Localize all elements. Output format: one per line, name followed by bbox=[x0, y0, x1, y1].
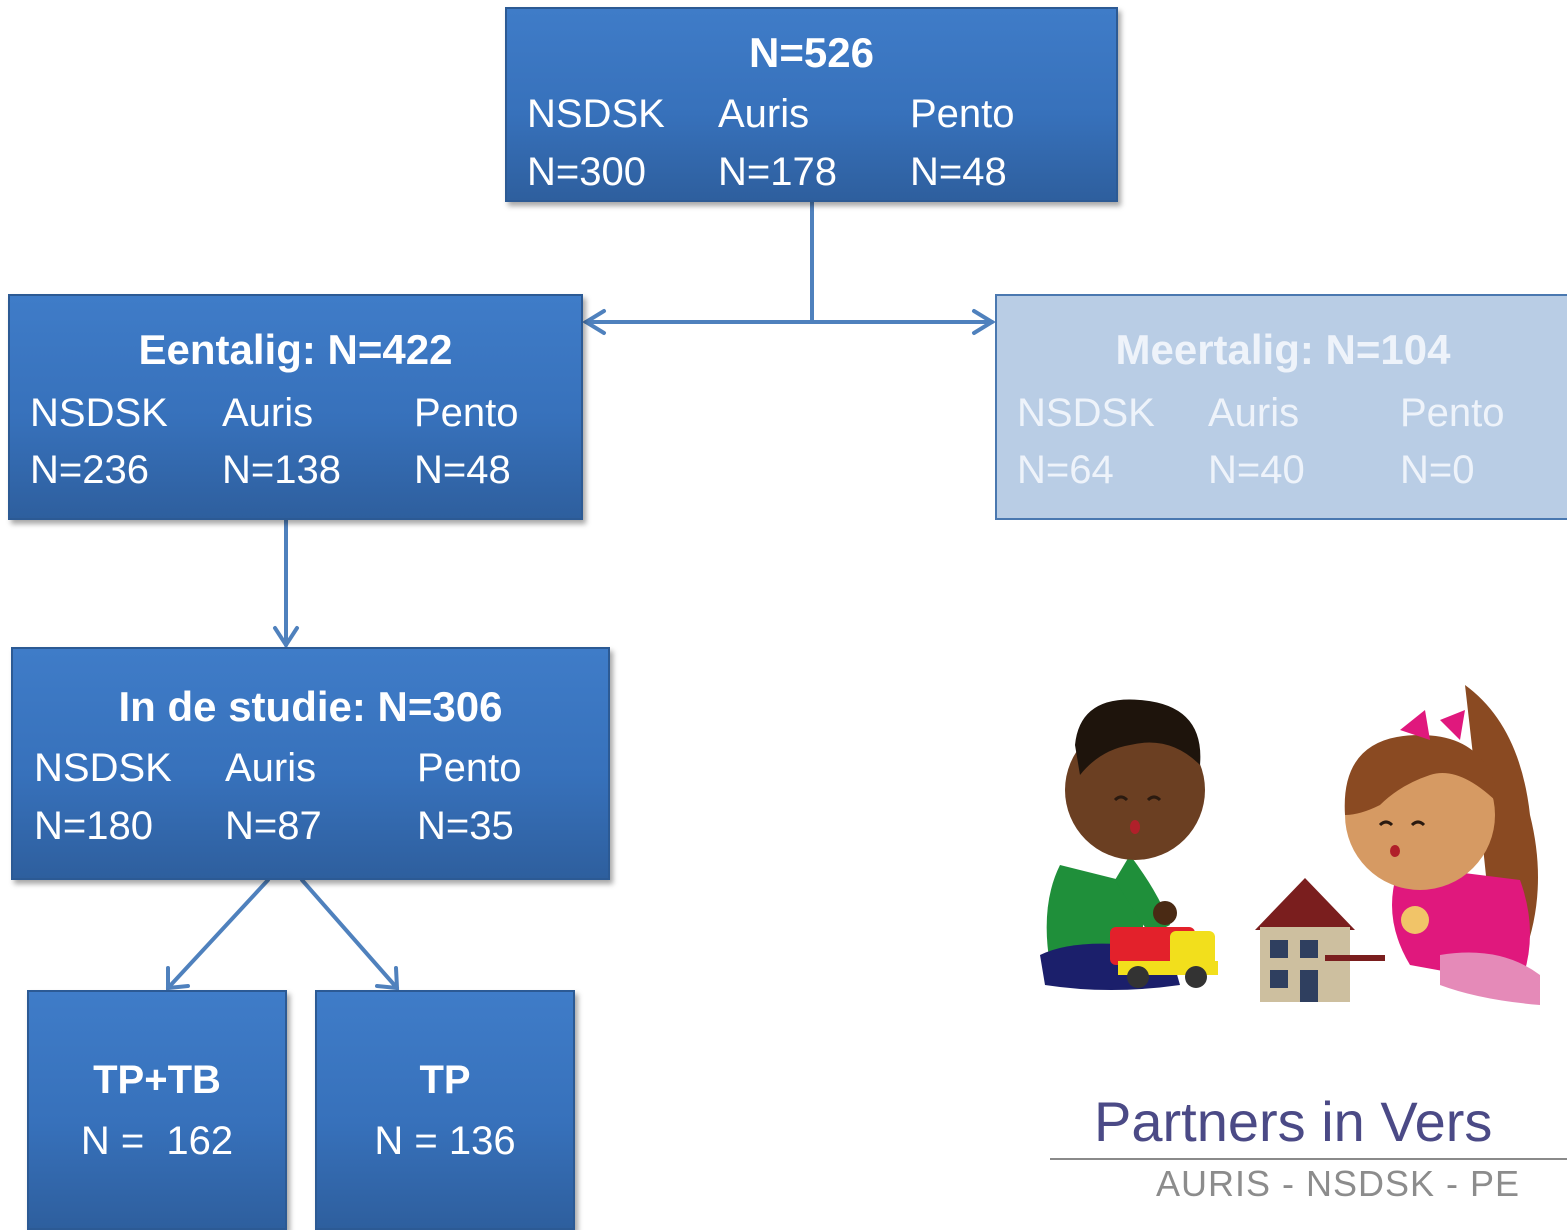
children-playing-illustration bbox=[1040, 685, 1540, 1005]
auris-label: Auris bbox=[225, 746, 317, 790]
tp-box: TP N = 136 bbox=[315, 990, 575, 1230]
nsdsk-count: N=300 bbox=[527, 150, 646, 194]
pento-count: N=0 bbox=[1400, 448, 1475, 492]
auris-label: Auris bbox=[1208, 391, 1300, 435]
brand-subtitle: AURIS - NSDSK - PE bbox=[1156, 1163, 1521, 1204]
arrowhead-down bbox=[273, 626, 299, 649]
arrowhead-left bbox=[582, 309, 606, 335]
pento-count: N=48 bbox=[414, 448, 511, 492]
tptb-title: TP+TB bbox=[93, 1058, 221, 1102]
studie-title: In de studie: N=306 bbox=[118, 683, 503, 730]
nsdsk-label: NSDSK bbox=[30, 391, 168, 435]
pento-label: Pento bbox=[910, 92, 1015, 136]
connector-to-tp bbox=[300, 878, 399, 990]
auris-count: N=40 bbox=[1208, 448, 1305, 492]
truck-toy bbox=[1110, 927, 1218, 988]
nsdsk-label: NSDSK bbox=[1017, 391, 1155, 435]
connector-to-tptb bbox=[166, 878, 270, 990]
auris-count: N=138 bbox=[222, 448, 341, 492]
nsdsk-count: N=180 bbox=[34, 804, 153, 848]
tptb-count: N = 162 bbox=[80, 1119, 234, 1163]
pento-count: N=48 bbox=[910, 150, 1007, 194]
pento-label: Pento bbox=[1400, 391, 1505, 435]
arrowhead-tptb bbox=[166, 966, 190, 991]
nsdsk-label: NSDSK bbox=[34, 746, 172, 790]
brand-name: Partners in Vers bbox=[1094, 1090, 1493, 1153]
doll-house bbox=[1255, 878, 1385, 1002]
nsdsk-label: NSDSK bbox=[527, 92, 665, 136]
pento-label: Pento bbox=[414, 391, 519, 435]
arrowhead-tp bbox=[375, 966, 400, 991]
auris-count: N=178 bbox=[718, 150, 837, 194]
eentalig-box: Eentalig: N=422 NSDSK Auris Pento N=236 … bbox=[8, 294, 583, 520]
eentalig-title: Eentalig: N=422 bbox=[138, 326, 453, 373]
brand-logo: Partners in Vers AURIS - NSDSK - PE bbox=[1050, 1090, 1567, 1222]
pento-label: Pento bbox=[417, 746, 522, 790]
auris-label: Auris bbox=[718, 92, 810, 136]
girl-figure bbox=[1344, 685, 1540, 1005]
auris-label: Auris bbox=[222, 391, 314, 435]
nsdsk-count: N=64 bbox=[1017, 448, 1114, 492]
pento-count: N=35 bbox=[417, 804, 514, 848]
auris-count: N=87 bbox=[225, 804, 322, 848]
studie-box: In de studie: N=306 NSDSK Auris Pento N=… bbox=[11, 647, 610, 880]
total-box: N=526 NSDSK Auris Pento N=300 N=178 N=48 bbox=[505, 7, 1118, 202]
tp-title: TP bbox=[419, 1058, 471, 1102]
brand-divider bbox=[1050, 1158, 1567, 1160]
meertalig-box: Meertalig: N=104 NSDSK Auris Pento N=64 … bbox=[995, 294, 1567, 520]
meertalig-title: Meertalig: N=104 bbox=[1115, 326, 1451, 373]
nsdsk-count: N=236 bbox=[30, 448, 149, 492]
arrowhead-right bbox=[972, 309, 996, 335]
total-title: N=526 bbox=[749, 29, 874, 76]
tp-count: N = 136 bbox=[374, 1119, 516, 1163]
tptb-box: TP+TB N = 162 bbox=[27, 990, 287, 1230]
